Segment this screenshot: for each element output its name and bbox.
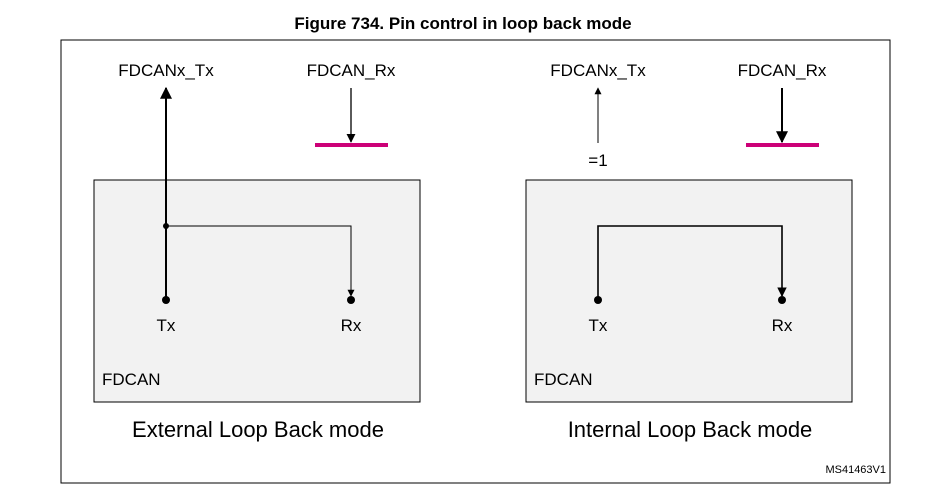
internal-loop-path — [597, 225, 787, 300]
internal-fdcan-block — [525, 179, 853, 403]
external-loopback-panel: FDCANx_Tx FDCAN_Rx Tx Rx FDCAN External … — [93, 61, 421, 442]
internal-tx-pin-label: FDCANx_Tx — [550, 61, 646, 80]
figure-ref-code: MS41463V1 — [825, 464, 886, 476]
external-rx-node — [347, 296, 355, 304]
internal-block-label: FDCAN — [534, 370, 593, 389]
internal-tx-node — [594, 296, 602, 304]
external-loop-path — [166, 225, 355, 297]
internal-tx-node-label: Tx — [589, 316, 608, 335]
external-fdcan-block — [93, 179, 421, 403]
external-tx-node — [162, 296, 170, 304]
figure-frame — [60, 39, 891, 484]
internal-loopback-panel: FDCANx_Tx FDCAN_Rx =1 Tx Rx FDCAN Intern… — [525, 61, 853, 442]
internal-rx-node — [778, 296, 786, 304]
internal-rx-node-label: Rx — [772, 316, 793, 335]
external-mode-caption: External Loop Back mode — [132, 417, 384, 442]
internal-mode-caption: Internal Loop Back mode — [568, 417, 813, 442]
external-tx-node-label: Tx — [157, 316, 176, 335]
external-block-label: FDCAN — [102, 370, 161, 389]
internal-tx-forced-value: =1 — [588, 151, 607, 170]
external-rx-pin-label: FDCAN_Rx — [307, 61, 396, 80]
external-rx-node-label: Rx — [341, 316, 362, 335]
figure-title: Figure 734. Pin control in loop back mod… — [294, 14, 632, 33]
internal-rx-pin-label: FDCAN_Rx — [738, 61, 827, 80]
external-tx-pin-label: FDCANx_Tx — [118, 61, 214, 80]
